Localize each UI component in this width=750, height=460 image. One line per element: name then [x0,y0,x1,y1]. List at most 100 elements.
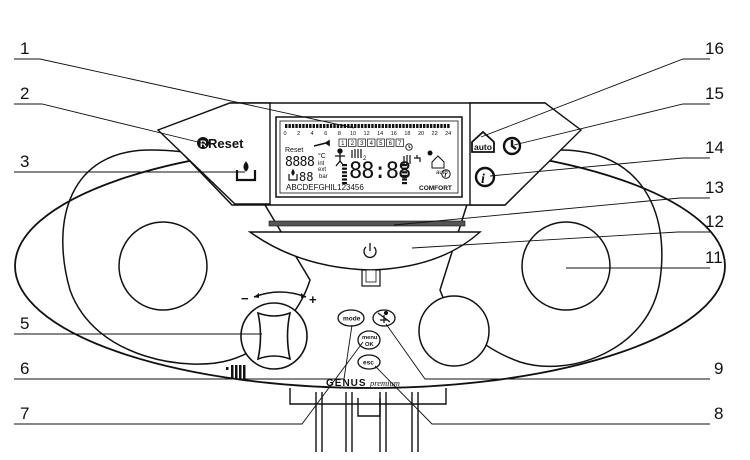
hour-segment [350,124,353,128]
day-box [386,138,395,147]
level-segment [402,171,407,174]
hour-tick-label: 8 [338,131,341,137]
house-auto-icon [471,130,495,153]
hour-segment [360,124,364,128]
hour-segment [381,124,384,128]
hour-segment [391,124,395,128]
hour-tick-label: 24 [445,131,451,137]
svg-text:i: i [444,172,447,179]
day-box [338,138,347,147]
hour-segment [385,124,388,128]
hour-segment [309,124,312,128]
hour-tick-label: 10 [350,131,356,137]
level-segment [402,164,407,167]
level-segment [402,167,407,170]
lcd-comfort: COMFORT [419,185,452,192]
right-gauge [521,221,611,311]
hour-segment [305,124,309,128]
pipes [289,388,447,452]
ok-label: OK [365,342,375,348]
level-segment [342,167,347,170]
hour-segment [336,124,340,128]
callout-15: 15 [705,84,724,103]
mode-button[interactable]: mode [337,309,365,327]
sweep-icon [377,310,391,323]
lcd-ticker: ABCDEFGHIL123456 [286,183,364,192]
auto-label: auto [474,142,492,152]
hour-segment [416,124,419,128]
knob-minus: − [241,291,249,306]
esc-label: esc [363,360,374,367]
lcd-radiator-sub: 2 [363,156,367,162]
hour-tick-label: 4 [311,131,314,137]
hour-segment [288,124,291,128]
knob-arrow-head-right [301,293,306,298]
callout-13: 13 [705,178,724,197]
auto-button[interactable]: auto [471,130,495,153]
heating-knob[interactable] [240,302,308,370]
hour-segment [357,124,360,128]
knob-arrow-head-left [254,293,259,298]
hour-segment [433,124,436,128]
water-pressure-button[interactable] [235,161,257,182]
hour-tick-label: 16 [391,131,397,137]
callout-6: 6 [20,359,29,378]
day-box [348,138,357,147]
callout-12: 12 [705,212,724,231]
info-button[interactable]: i [474,166,496,188]
callout-14: 14 [705,138,724,157]
hour-tick-label: 0 [283,131,286,137]
level-segment [342,174,347,177]
callout-9: 9 [714,359,723,378]
callout-5: 5 [20,314,29,333]
lcd-level-bars-right [402,164,407,185]
lcd-ext-label: ext [318,167,326,173]
reset-label: Reset [208,136,244,151]
hour-segment [423,124,426,128]
level-segment [402,174,407,177]
level-segment [342,182,347,185]
day-box [376,138,385,147]
brand-name: GENUS [326,378,367,389]
esc-button[interactable]: esc [357,354,381,370]
day-box-label: 6 [389,141,393,147]
lcd-clock-icon [405,143,413,151]
callout-7: 7 [20,404,29,423]
knob-plus: + [309,292,317,307]
hour-segment [367,124,371,128]
power-button[interactable] [363,243,377,259]
clock-button[interactable] [502,136,522,156]
hour-segment [429,124,433,128]
lcd-int-label: int [318,161,325,167]
hour-segment [291,124,295,128]
reset-button[interactable]: R Reset [197,136,244,151]
day-box [395,138,404,147]
hour-segment [316,124,319,128]
hour-segment [347,124,350,128]
level-segment [402,182,407,185]
hour-tick-label: 18 [404,131,410,137]
mode-label: mode [343,316,361,323]
left-gauge [118,221,208,311]
lcd-pressure-icon [288,168,298,181]
hour-tick-label: 14 [377,131,383,137]
level-segment [402,178,407,181]
water-pressure-icon [235,161,257,182]
lcd-unit-c: °C [318,152,326,160]
hour-segment [378,124,381,128]
center-connector-inner [365,269,377,283]
info-icon: i [474,166,496,188]
chimney-sweep-button[interactable] [372,309,396,327]
level-segment [342,164,347,167]
day-box [367,138,376,147]
day-box-label: 3 [360,141,364,147]
day-box-label: 1 [341,141,345,147]
right-button-panel [469,102,583,206]
hour-segment [405,124,409,128]
hour-segment [436,124,440,128]
hour-segment [440,124,443,128]
menu-ok-button[interactable]: menu OK [357,330,381,350]
hour-segment [412,124,416,128]
callout-8: 8 [714,404,723,423]
